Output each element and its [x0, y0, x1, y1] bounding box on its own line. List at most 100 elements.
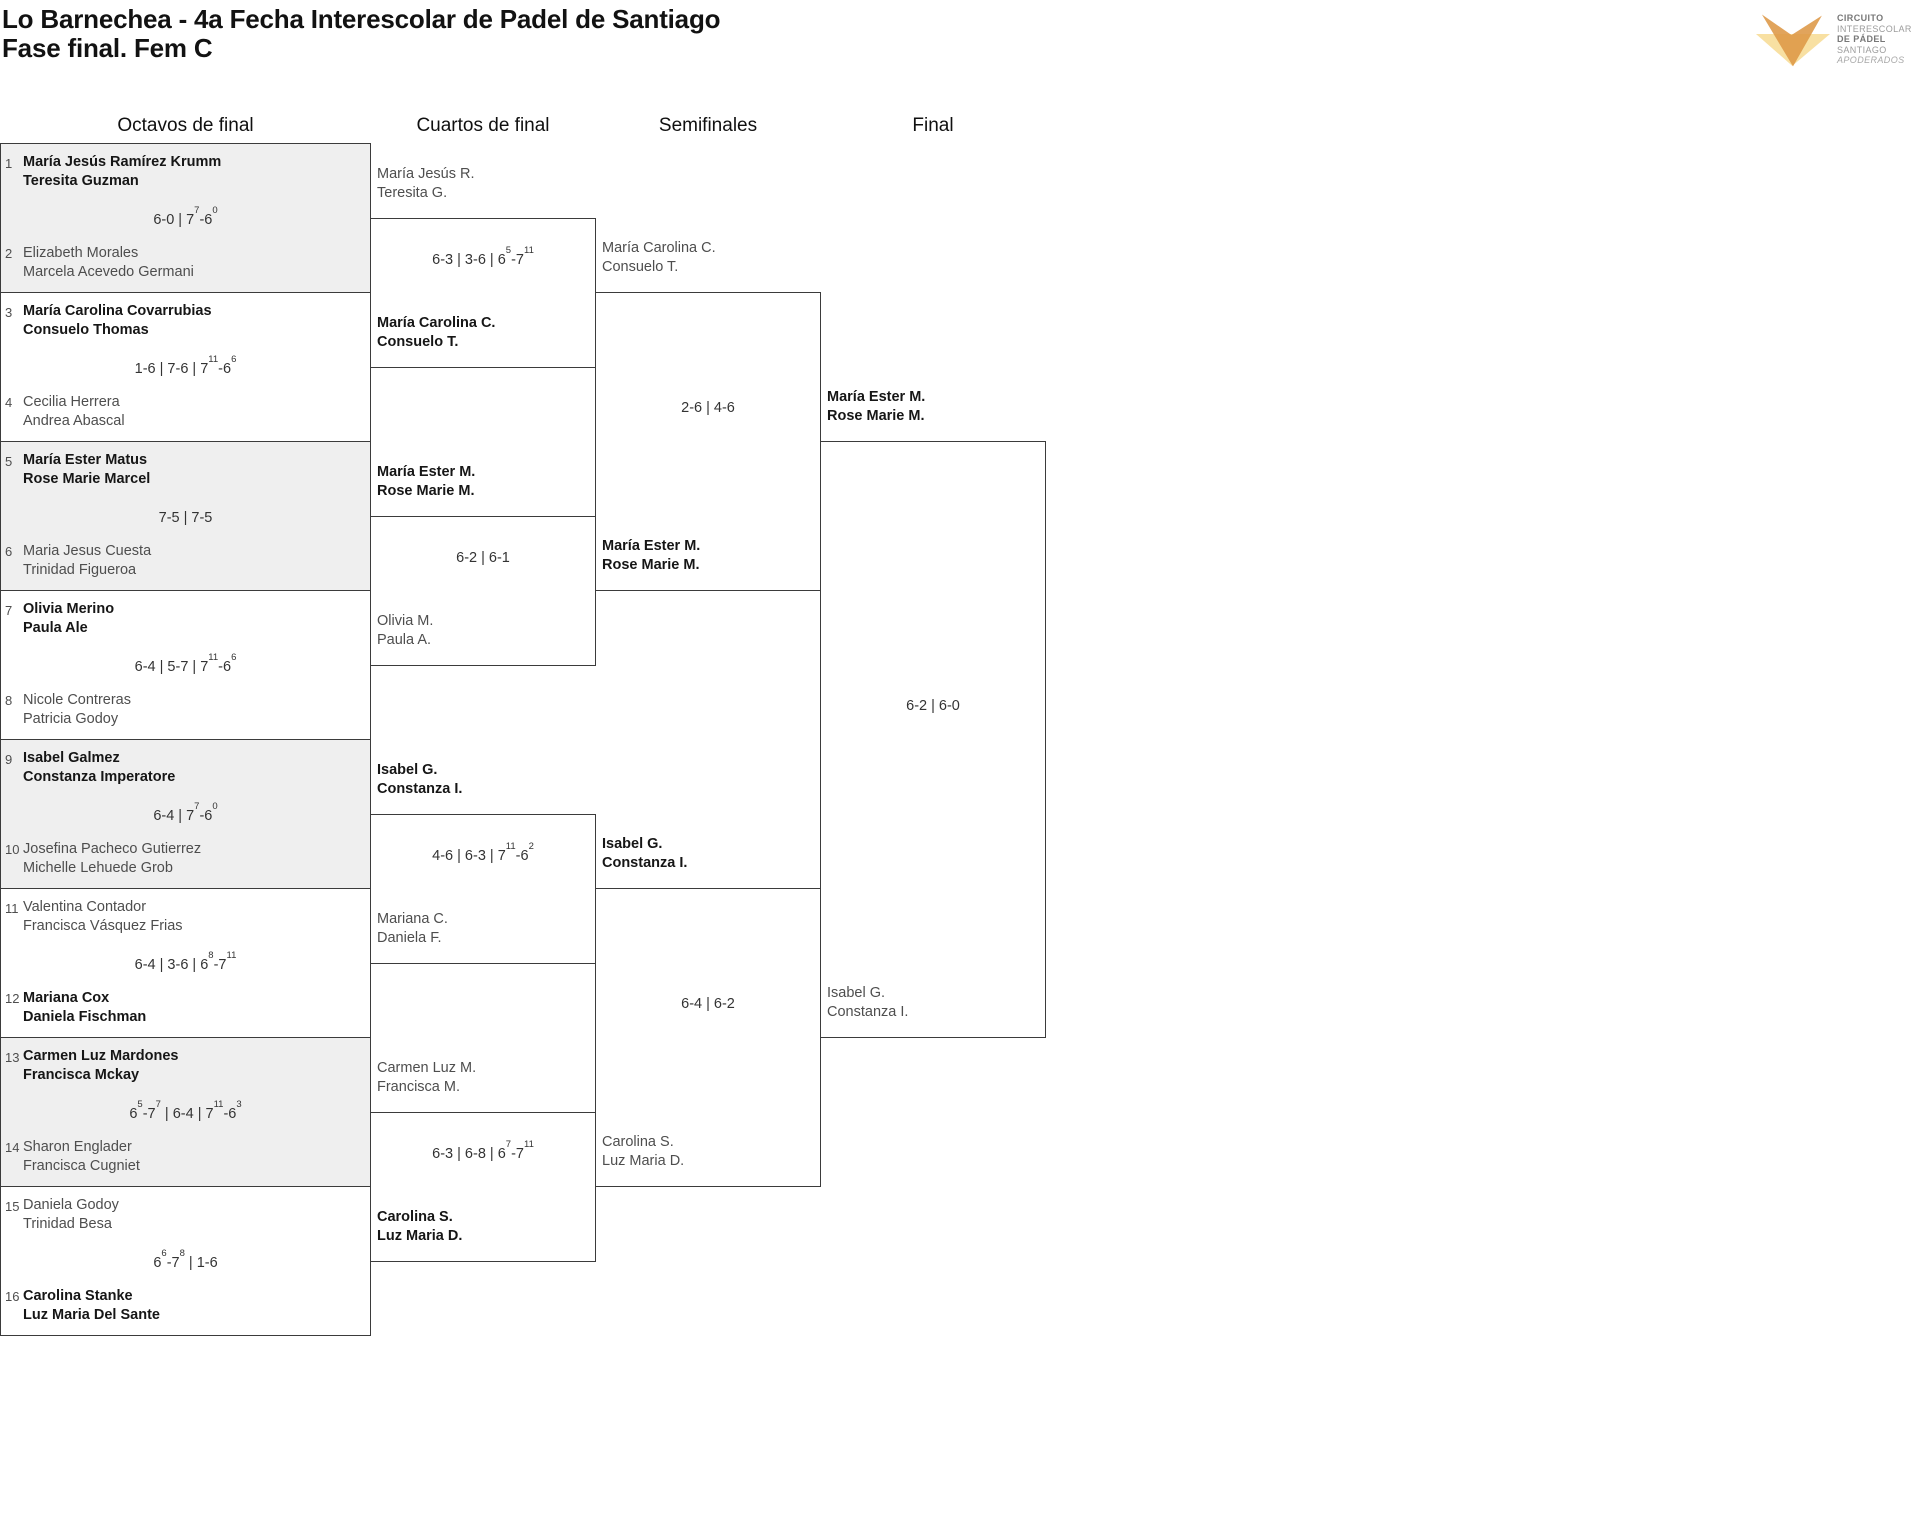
match-score: 6-0 | 77-60 [153, 205, 218, 228]
circuit-logo: CIRCUITO INTERESCOLAR DE PÁDEL SANTIAGO … [1756, 10, 1920, 72]
match-box: María Jesús R.Teresita G.6-3 | 3-6 | 65-… [370, 166, 596, 368]
team-player-name: Paula A. [377, 632, 432, 648]
team-player-name: Trinidad Besa [23, 1216, 112, 1232]
team-player-name: María Jesús Ramírez Krumm [23, 154, 222, 170]
match-score: 65-77 | 6-4 | 711-63 [129, 1099, 242, 1122]
team-player-name: Carolina Stanke [23, 1288, 133, 1304]
team-player-name: Carolina S. [602, 1134, 674, 1150]
team-player-name: Carmen Luz M. [377, 1060, 477, 1076]
logo-text-line: CIRCUITO [1837, 13, 1884, 23]
seed-number: 11 [5, 901, 19, 916]
fox-logo-icon [1756, 14, 1830, 68]
team-player-name: Constanza I. [377, 781, 463, 797]
page-title-line1: Lo Barnechea - 4a Fecha Interescolar de … [2, 4, 721, 34]
round-header: Cuartos de final [416, 115, 550, 136]
team-player-name: María Carolina Covarrubias [23, 303, 212, 319]
team-player-name: Teresita Guzman [23, 173, 139, 189]
team-player-name: Trinidad Figueroa [23, 562, 137, 578]
team-player-name: Constanza Imperatore [23, 769, 176, 785]
team-player-name: Isabel Galmez [23, 750, 120, 766]
match-score: 4-6 | 6-3 | 711-62 [432, 841, 534, 864]
team-player-name: Luz Maria D. [602, 1153, 685, 1169]
logo-text-line: INTERESCOLAR [1837, 23, 1912, 34]
team-entry: Olivia M. Paula A. [377, 612, 433, 650]
seed-number: 8 [5, 693, 13, 708]
team-player-name: Elizabeth Morales [23, 245, 139, 261]
match-box: Carmen Luz M. Francisca M. 6-3 | 6-8 | 67-… [370, 1060, 596, 1262]
seed-number: 12 [5, 991, 20, 1006]
team-player-name: Francisca M. [377, 1079, 460, 1095]
team-player-name: Daniela Fischman [23, 1009, 147, 1025]
team-player-name: Isabel G. [377, 762, 438, 778]
match-score: 6-3 | 6-8 | 67-711 [432, 1139, 534, 1162]
page-title: Lo Barnechea - 4a Fecha Interescolar de … [2, 4, 721, 63]
seed-number: 4 [5, 395, 13, 410]
team-player-name: Nicole Contreras [23, 692, 131, 708]
team-player-name: Mariana C. [377, 911, 448, 927]
team-player-name: María Ester Matus [23, 452, 148, 468]
team-player-name: Consuelo T. [377, 334, 459, 350]
team-player-name: Isabel G. [827, 985, 886, 1001]
round-header: Octavos de final [117, 115, 254, 136]
team-entry: María Jesús R.Teresita G. [377, 165, 475, 203]
page-title-line2: Fase final. Fem C [2, 33, 213, 63]
team-player-name: Mariana Cox [23, 990, 110, 1006]
team-entry: María Carolina C.Consuelo T. [377, 314, 495, 352]
team-entry: Isabel G. Constanza I. [377, 761, 462, 799]
seed-number: 9 [5, 752, 13, 767]
seed-number: 13 [5, 1050, 20, 1065]
team-player-name: Paula Ale [23, 620, 88, 636]
team-player-name: Andrea Abascal [23, 413, 125, 429]
seed-number: 10 [5, 842, 20, 857]
team-player-name: Constanza I. [602, 855, 688, 871]
team-entry: Carmen Luz M. Francisca M. [377, 1059, 476, 1097]
team-player-name: Teresita G. [377, 185, 448, 201]
match-score: 66-78 | 1-6 [153, 1248, 218, 1271]
team-player-name: Francisca Vásquez Frias [23, 918, 183, 934]
team-player-name: Rose Marie M. [602, 557, 700, 573]
team-entry: María Carolina C. Consuelo T. [602, 239, 716, 277]
round-header: Semifinales [658, 115, 758, 136]
seed-number: 3 [5, 305, 13, 320]
team-entry: María Ester M. Rose Marie M. [602, 537, 700, 575]
seed-number: 7 [5, 603, 13, 618]
team-entry: Isabel G.Constanza I. [602, 835, 687, 873]
team-player-name: María Carolina C. [602, 240, 716, 256]
team-player-name: Consuelo T. [602, 259, 679, 275]
team-player-name: Luz Maria Del Sante [23, 1307, 160, 1323]
team-entry: María Ester M.Rose Marie M. [827, 388, 925, 426]
team-player-name: Consuelo Thomas [23, 322, 149, 338]
team-player-name: Olivia M. [377, 613, 434, 629]
team-player-name: Maria Jesus Cuesta [23, 543, 152, 559]
team-player-name: Rose Marie M. [827, 408, 925, 424]
match-score: 1-6 | 7-6 | 711-66 [134, 354, 237, 377]
team-player-name: María Ester M. [602, 538, 701, 554]
team-entry: Carolina S. Luz Maria D. [602, 1133, 684, 1171]
seed-number: 15 [5, 1199, 20, 1214]
team-player-name: Cecilia Herrera [23, 394, 120, 410]
seed-number: 2 [5, 246, 13, 261]
logo-text-line: DE PÁDEL [1837, 34, 1886, 45]
team-entry: Mariana C.Daniela F. [377, 910, 448, 948]
team-player-name: Josefina Pacheco Gutierrez [23, 841, 202, 857]
seed-number: 6 [5, 544, 13, 559]
team-player-name: Rose Marie M. [377, 483, 475, 499]
